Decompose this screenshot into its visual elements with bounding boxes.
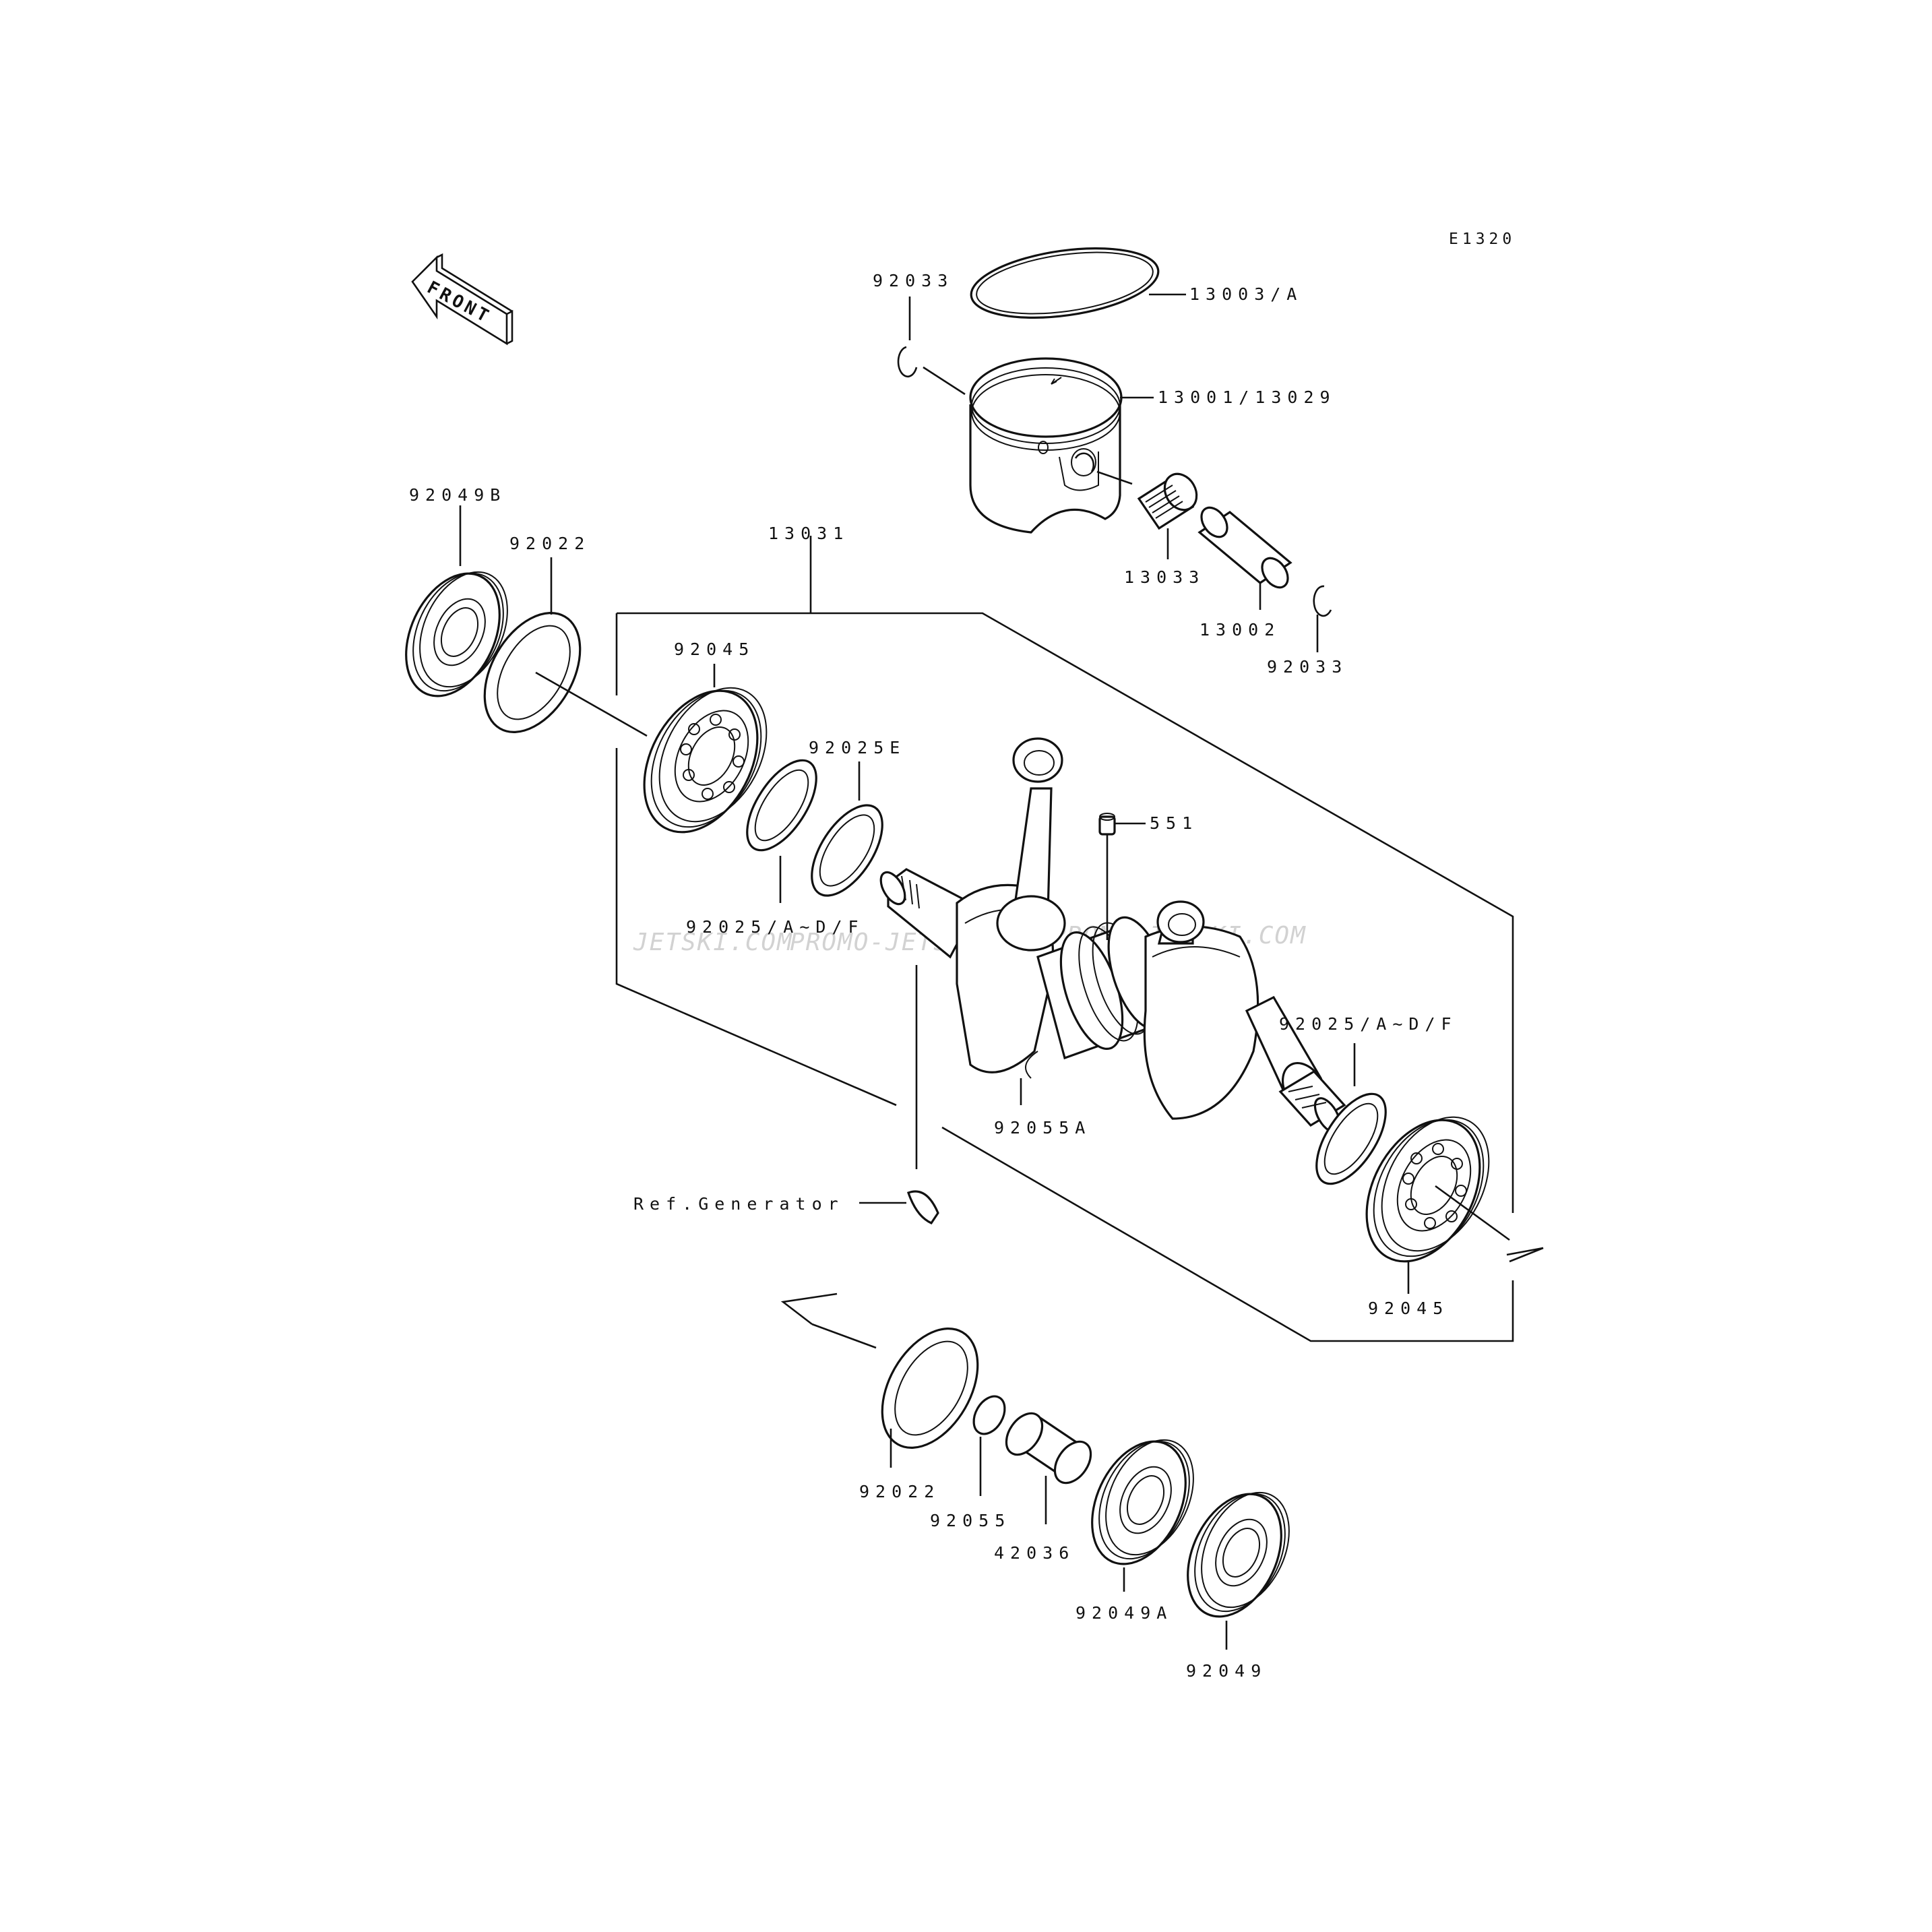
collar: 42036 xyxy=(994,1412,1092,1563)
label-92025-right: 92025/A~D/F xyxy=(1279,1014,1458,1034)
label-42036: 42036 xyxy=(994,1543,1075,1563)
spacer-left: 92022 xyxy=(483,534,590,733)
label-92045-right: 92045 xyxy=(1368,1299,1449,1318)
label-ref-generator: Ref.Generator xyxy=(633,1194,844,1214)
label-13003-a: 13003/A xyxy=(1189,284,1303,304)
oil-seal: 92049 xyxy=(1186,1491,1290,1681)
spacer-right: 92022 xyxy=(859,1328,979,1501)
label-92025e: 92025E xyxy=(809,738,906,757)
label-551: 551 xyxy=(1150,813,1198,833)
shim-e: 92025E xyxy=(809,738,906,897)
piston-ring: 13003/A xyxy=(970,247,1303,319)
label-13002: 13002 xyxy=(1199,620,1280,640)
circlip-top: 92033 xyxy=(873,271,966,396)
shim-right: 92025/A~D/F xyxy=(1279,1014,1458,1185)
label-92045-left: 92045 xyxy=(674,640,755,659)
needle-bearing: 13033 xyxy=(1096,470,1205,587)
diagram-code: E1320 xyxy=(1449,230,1516,248)
label-92055a: 92055A xyxy=(994,1118,1091,1138)
piston: 13001/13029 xyxy=(969,357,1336,534)
label-13031: 13031 xyxy=(768,524,849,543)
label-92049a: 92049A xyxy=(1076,1603,1173,1623)
label-92049b: 92049B xyxy=(409,485,506,505)
crankshaft-assy-frame: 13031 xyxy=(615,524,1544,1349)
shim-left: 92025/A~D/F xyxy=(686,759,865,937)
bearing-right: 92045 xyxy=(1365,1116,1510,1318)
label-92025-left: 92025/A~D/F xyxy=(686,917,865,937)
watermark-1: JETSKI.COM xyxy=(633,929,793,956)
label-92033-bottom: 92033 xyxy=(1267,657,1348,677)
bearing-left: 92045 xyxy=(643,640,768,834)
crankshaft: 551 92055A xyxy=(879,737,1346,1169)
label-92022-left: 92022 xyxy=(509,534,590,553)
label-92049: 92049 xyxy=(1186,1661,1267,1681)
piston-pin: 13002 xyxy=(1197,506,1292,640)
front-arrow-icon: FRONT xyxy=(411,253,513,346)
label-92055: 92055 xyxy=(930,1511,1011,1530)
label-13001-13029: 13001/13029 xyxy=(1158,387,1336,407)
label-92033-top: 92033 xyxy=(873,271,954,290)
oil-seal-a: 92049A xyxy=(1076,1439,1194,1623)
label-13033: 13033 xyxy=(1124,567,1205,587)
oring-right: 92055 xyxy=(930,1395,1011,1530)
oil-seal-b: 92049B xyxy=(405,485,508,697)
circlip-bottom: 92033 xyxy=(1267,585,1348,677)
ref-generator-key: Ref.Generator xyxy=(633,1190,939,1225)
label-92022-right: 92022 xyxy=(859,1482,940,1501)
